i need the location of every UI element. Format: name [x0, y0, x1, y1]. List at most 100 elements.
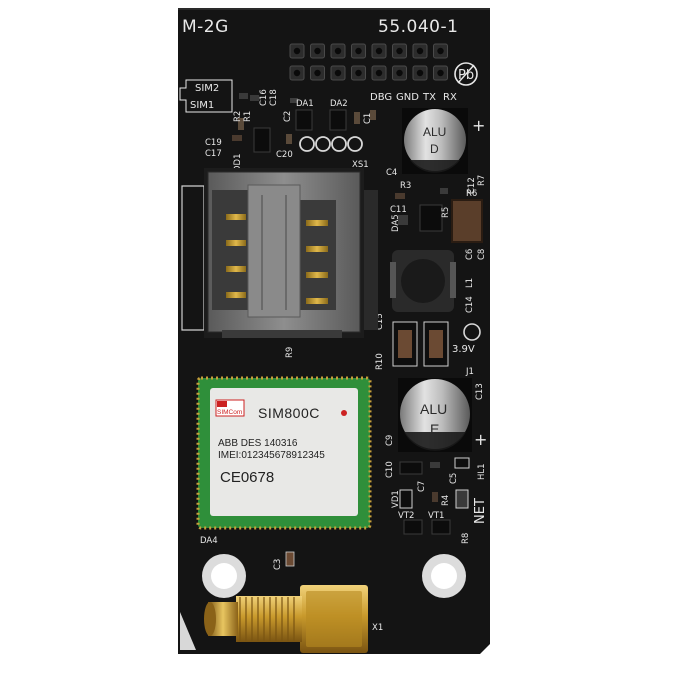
test-point-3v9	[463, 323, 481, 341]
label-j1: J1	[465, 367, 474, 377]
board-part-number-label: 55.040-1	[378, 17, 458, 37]
label-r10: R10	[375, 353, 385, 370]
inductor-l1	[390, 250, 456, 312]
label-r2: R2	[233, 111, 243, 122]
label-r3: R3	[400, 181, 411, 191]
cap-top-line1: ALU	[423, 125, 446, 139]
inductor-small	[451, 199, 483, 243]
label-c19: C19	[205, 138, 222, 148]
label-c20: C20	[276, 150, 293, 160]
label-c6: C6	[465, 249, 475, 260]
svg-text:+: +	[474, 430, 487, 449]
label-r5: R5	[441, 207, 451, 218]
label-rx: RX	[443, 92, 457, 103]
label-r6: R6	[466, 189, 477, 199]
module-pin1-dot	[341, 410, 347, 416]
pb-free-icon: Pb	[454, 62, 478, 86]
module-model: SIM800C	[258, 405, 320, 421]
header-pin-hole	[437, 47, 444, 55]
label-da2: DA2	[330, 99, 348, 109]
capacitor-alu-d: ALU D	[402, 108, 468, 174]
label-c17: C17	[205, 149, 222, 159]
label-sim1: SIM1	[190, 100, 214, 111]
label-c2: C2	[283, 111, 293, 122]
header-pin-hole	[355, 69, 362, 77]
label-x1: X1	[372, 623, 383, 633]
label-da1: DA1	[296, 99, 314, 109]
label-c16: C16	[259, 89, 269, 106]
label-c10: C10	[385, 461, 395, 478]
header-pin-hole	[293, 47, 301, 55]
label-da4: DA4	[200, 536, 218, 546]
label-l1: L1	[465, 278, 475, 288]
module-line2: IMEI:012345678912345	[218, 450, 325, 461]
mounting-hole-right	[422, 554, 466, 598]
label-xs1: XS1	[352, 160, 369, 170]
sim-card-holder	[181, 168, 378, 338]
pin-header	[289, 43, 448, 81]
label-net: NET	[473, 498, 488, 524]
label-dbg: DBG	[370, 92, 392, 103]
label-vd1: VD1	[391, 490, 401, 508]
ic-da5	[419, 204, 443, 232]
ic-dd1	[253, 127, 271, 153]
simcom-logo: SIMCom	[215, 399, 245, 417]
label-gnd: GND	[396, 92, 419, 103]
label-dd1: DD1	[233, 154, 243, 173]
header-pin-hole	[396, 69, 403, 77]
label-vt1: VT1	[428, 511, 444, 521]
label-c3: C3	[273, 559, 283, 570]
label-c14: C14	[465, 296, 475, 313]
module-brand: SIMCom	[217, 409, 242, 416]
cap-bottom-line2: E	[430, 421, 439, 437]
header-pin-hole	[314, 69, 321, 77]
header-pin-hole	[416, 69, 424, 77]
diode-pair	[392, 321, 449, 367]
label-c4: C4	[386, 168, 397, 178]
cap-bottom-line1: ALU	[420, 401, 447, 417]
corner-marker	[180, 612, 196, 650]
xs1-pads	[299, 136, 363, 152]
label-r9: R9	[285, 347, 295, 358]
header-pin-hole	[375, 47, 383, 55]
label-c15: C15	[375, 313, 385, 330]
label-c12: C12	[467, 177, 477, 194]
label-hl1: HL1	[477, 463, 487, 480]
ic-da1	[295, 109, 313, 131]
gsm-module: SIMCom SIM800C ABB DES 140316 IMEI:01234…	[196, 376, 372, 530]
header-pin-hole	[293, 69, 301, 77]
label-c8: C8	[477, 249, 487, 260]
header-pin-hole	[396, 47, 403, 55]
capacitor-alu-e: ALU E	[398, 378, 472, 452]
label-r4: R4	[441, 495, 451, 506]
label-r7: R7	[477, 175, 487, 186]
board-model-label: M-2G	[182, 17, 229, 37]
label-c7: C7	[417, 481, 427, 492]
header-pin-hole	[355, 47, 362, 55]
label-c11: C11	[390, 205, 407, 215]
header-pin-hole	[437, 69, 444, 77]
header-pin-hole	[334, 47, 342, 55]
header-pin-hole	[314, 47, 321, 55]
svg-text:+: +	[472, 116, 485, 135]
label-c18: C18	[269, 89, 279, 106]
cap-top-line2: D	[430, 142, 439, 156]
mounting-hole-left	[202, 554, 246, 598]
header-pin-hole	[416, 47, 424, 55]
label-c13: C13	[475, 383, 485, 400]
label-da5: DA5	[391, 214, 401, 232]
header-pin-hole	[375, 69, 383, 77]
label-c9: C9	[385, 435, 395, 446]
label-r8: R8	[461, 533, 471, 544]
label-vt2: VT2	[398, 511, 414, 521]
label-c5: C5	[449, 473, 459, 484]
ic-da2	[329, 109, 347, 131]
pcb-edge-highlight	[178, 8, 490, 10]
label-c1: C1	[363, 113, 373, 124]
label-r1: R1	[243, 111, 253, 122]
label-sim2: SIM2	[195, 83, 219, 94]
sma-antenna-connector	[204, 585, 368, 653]
sim-selector-outline	[179, 79, 233, 113]
module-ce-mark: CE0678	[220, 469, 274, 486]
label-tx: TX	[422, 92, 436, 103]
